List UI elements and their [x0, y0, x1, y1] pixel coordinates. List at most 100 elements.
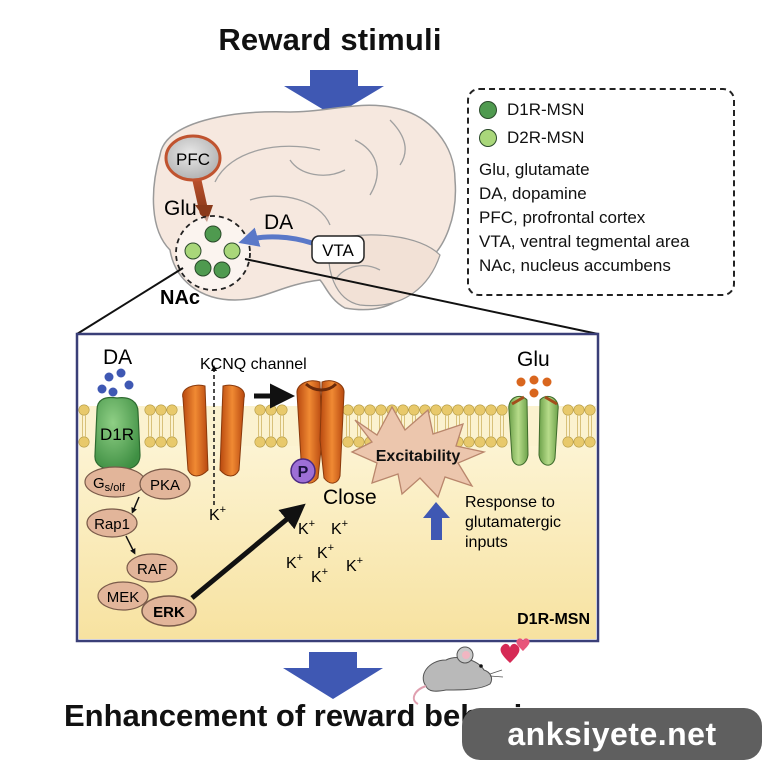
lipid-tail	[588, 415, 592, 437]
excitability-label: Excitability	[376, 448, 461, 465]
legend-d1-label: D1R-MSN	[507, 100, 585, 119]
k-ion: K	[317, 545, 328, 562]
k-ion: K	[298, 521, 309, 538]
svg-text:Response to glutamatergic: Response to glutamatergic inputs	[465, 494, 566, 551]
da-label-brain: DA	[264, 211, 293, 234]
lipid-tail	[82, 415, 86, 437]
lipid-head	[463, 404, 475, 416]
erk-label: ERK	[153, 604, 185, 621]
excitability-burst: Excitability	[350, 405, 487, 499]
lipid-tail	[269, 415, 273, 437]
lipid-head	[353, 436, 365, 448]
lipid-head	[430, 404, 442, 416]
pka-node	[139, 468, 191, 500]
lipid-head	[408, 404, 420, 416]
phospho-label: P	[298, 464, 309, 481]
legend-abbr: Glu, glutamate	[479, 160, 590, 179]
svg-text:K+: K+	[209, 504, 226, 524]
lipid-head	[584, 436, 596, 448]
d1r-receptor: D1R	[94, 368, 141, 471]
lipid-head	[397, 404, 409, 416]
lipid-head	[584, 404, 596, 416]
kcnq-open-channel: K+	[182, 365, 245, 524]
lipid-head	[485, 436, 497, 448]
bottom-down-arrow	[283, 652, 383, 699]
response-line-3: inputs	[465, 534, 508, 551]
lipid-head	[353, 404, 365, 416]
glutamate-receptor	[508, 375, 559, 466]
lipid-head	[375, 404, 387, 416]
lipid-tail	[577, 415, 581, 437]
lipid-tail	[170, 415, 174, 437]
d1r-msn-dot	[194, 259, 212, 277]
lipid-head	[276, 436, 288, 448]
reward-stimuli-title: Reward stimuli	[218, 22, 442, 57]
lipid-tail	[159, 415, 163, 437]
legend-abbr: NAc, nucleus accumbens	[479, 256, 671, 275]
lipid-head	[474, 436, 486, 448]
lipid-head	[485, 404, 497, 416]
gs-sub: s/olf	[105, 482, 126, 494]
cell-type-label: D1R-MSN	[517, 611, 590, 628]
lipid-tail	[148, 415, 152, 437]
d2r-msn-dot	[184, 242, 202, 260]
lipid-head	[441, 404, 453, 416]
lipid-tail	[489, 415, 493, 437]
mek-label: MEK	[107, 589, 140, 606]
vta-node: VTA	[311, 235, 365, 264]
lipid-head	[573, 404, 585, 416]
legend-abbr: DA, dopamine	[479, 184, 587, 203]
lipid-head	[166, 404, 178, 416]
lipid-tail	[478, 415, 482, 437]
nac-circle	[175, 215, 251, 291]
legend-d1: D1R-MSN	[479, 96, 723, 124]
pfc-label: PFC	[176, 150, 210, 169]
lipid-head	[78, 404, 90, 416]
response-up-arrow	[423, 502, 450, 540]
k-ion: K	[286, 555, 297, 572]
lipid-head	[496, 404, 508, 416]
response-line-2: glutamatergic	[465, 514, 561, 531]
da-arrow	[238, 227, 313, 247]
lipid-tail	[280, 415, 284, 437]
lipid-head	[573, 436, 585, 448]
lipid-head	[155, 404, 167, 416]
d1r-msn-dot	[213, 261, 231, 279]
lipid-head	[166, 436, 178, 448]
legend-abbr: PFC, profrontal cortex	[479, 208, 646, 227]
d1r-label: D1R	[100, 425, 134, 444]
k-ion: K	[311, 569, 322, 586]
lipid-head	[342, 404, 354, 416]
response-line-1: Response to	[465, 494, 555, 511]
glu-label-cell: Glu	[517, 348, 550, 371]
glu-label-brain: Glu	[164, 197, 197, 220]
k-label-open: K	[209, 507, 220, 524]
lipid-head	[254, 404, 266, 416]
erk-to-channel-arrow	[190, 503, 306, 600]
lipid-head	[265, 404, 277, 416]
lipid-head	[364, 404, 376, 416]
lipid-tail	[500, 415, 504, 437]
pka-label: PKA	[150, 477, 180, 494]
close-label: Close	[323, 486, 377, 509]
zoom-line-right	[244, 258, 599, 335]
zoom-line-left	[76, 267, 184, 335]
da-label-cell: DA	[103, 346, 132, 369]
vta-label: VTA	[322, 241, 354, 260]
svg-text:K+: K+	[317, 542, 334, 562]
svg-text:K+: K+	[331, 518, 348, 538]
lipid-tail	[258, 415, 262, 437]
legend-abbr: VTA, ventral tegmental area	[479, 232, 690, 251]
d1r-msn-dot	[204, 225, 222, 243]
erk-node	[141, 595, 197, 627]
lipid-tail	[346, 415, 350, 437]
svg-text:Gs/olf: Gs/olf	[93, 475, 126, 494]
heart-icon	[516, 638, 530, 651]
raf-label: RAF	[137, 561, 167, 578]
raf-node	[126, 553, 178, 583]
d2r-msn-dot-icon	[479, 129, 497, 147]
legend-d2: D2R-MSN	[479, 124, 723, 152]
lipid-head	[463, 436, 475, 448]
